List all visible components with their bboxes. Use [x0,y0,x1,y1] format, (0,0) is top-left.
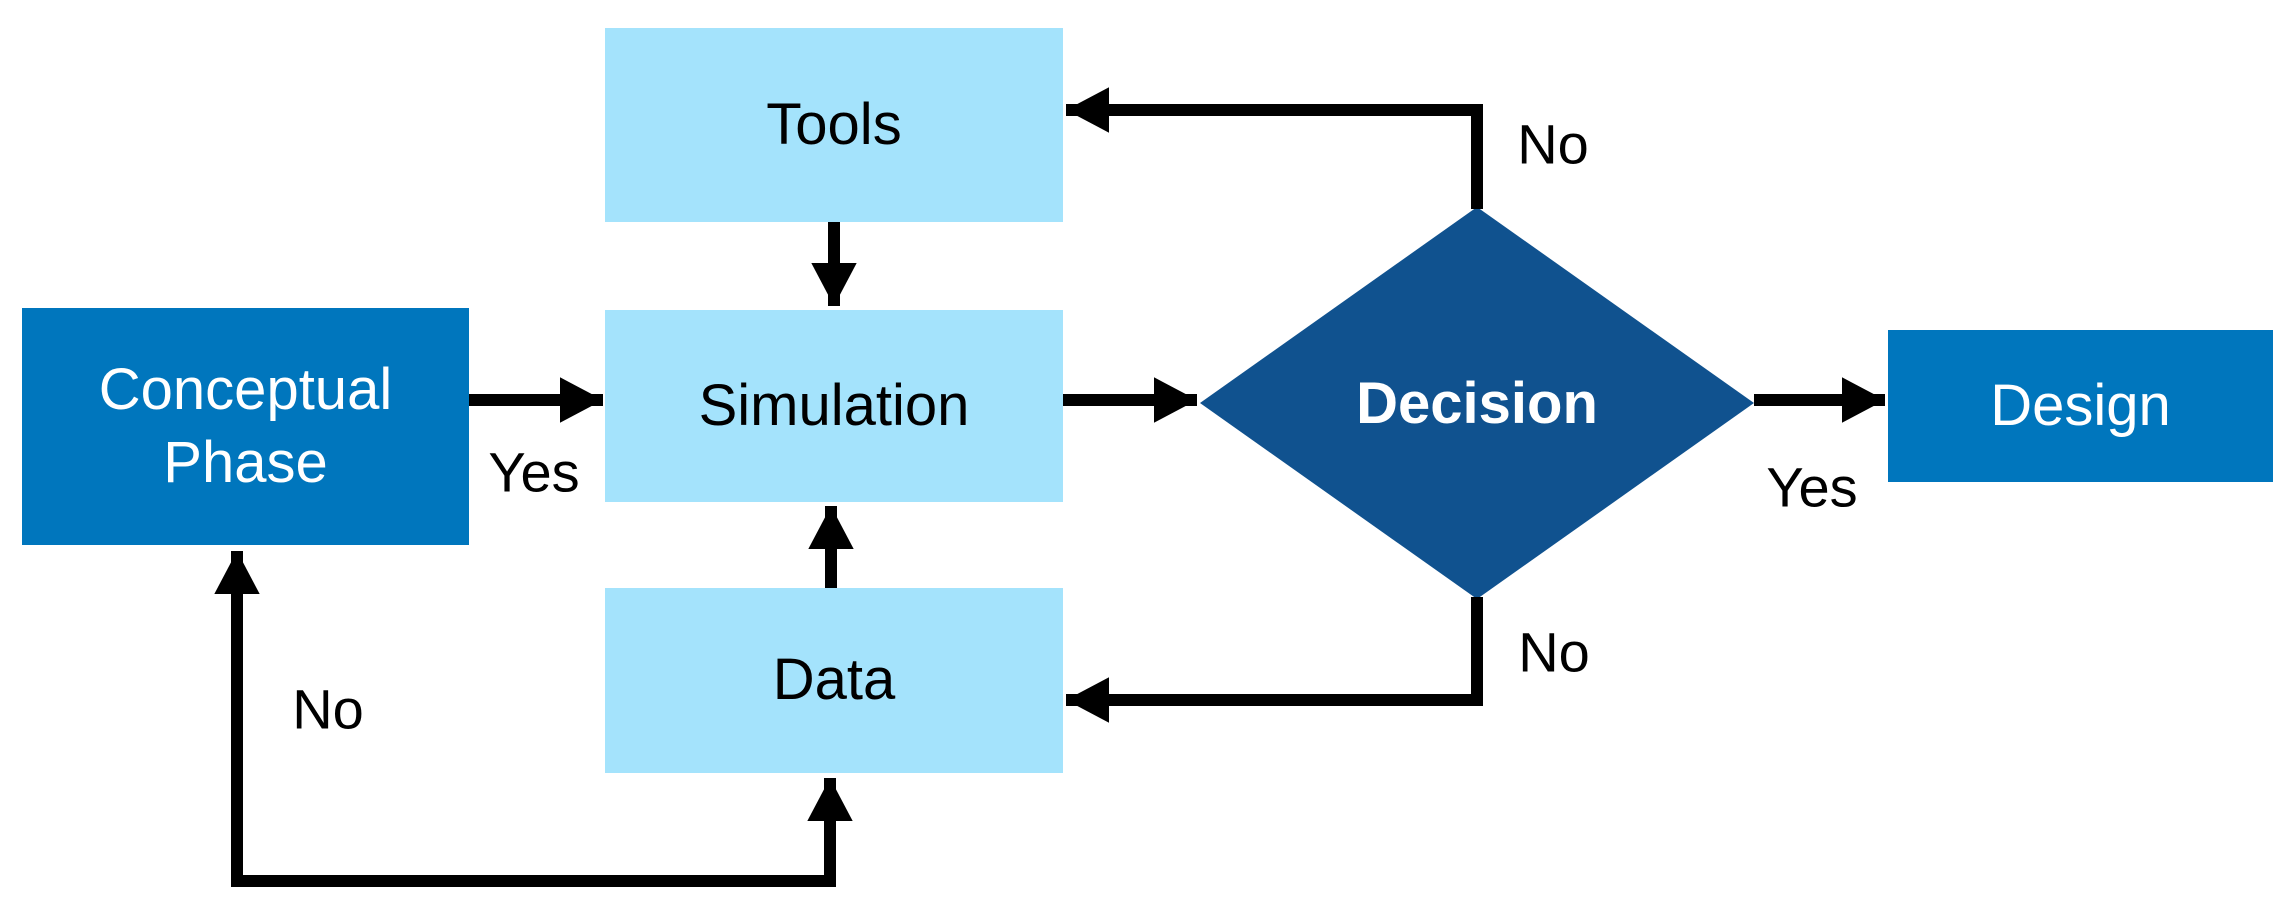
node-data-label: Data [772,647,896,713]
edge-decision-to-data [1065,597,1483,723]
edge-decision-to-tools [1065,87,1483,209]
node-data: Data [605,588,1063,773]
node-simulation-label: Simulation [698,372,970,438]
edge-label-yes-conceptual: Yes [488,440,580,504]
node-design-label: Design [1990,372,2171,438]
node-conceptual-phase-label: Conceptual Phase [98,357,393,495]
node-tools-label: Tools [766,91,902,157]
edge-label-no-data: No [1518,620,1590,684]
node-simulation: Simulation [605,310,1063,502]
edge-label-yes-design: Yes [1766,455,1858,519]
edge-feedback-loop [214,550,853,887]
decision-diamond-shape [1200,207,1754,599]
node-conceptual-phase: Conceptual Phase [22,308,469,545]
node-design: Design [1888,330,2273,482]
node-tools: Tools [605,28,1063,222]
node-decision-label: Decision [1356,370,1598,436]
edge-label-no-loop: No [292,677,364,741]
edge-label-no-tools: No [1517,112,1589,176]
